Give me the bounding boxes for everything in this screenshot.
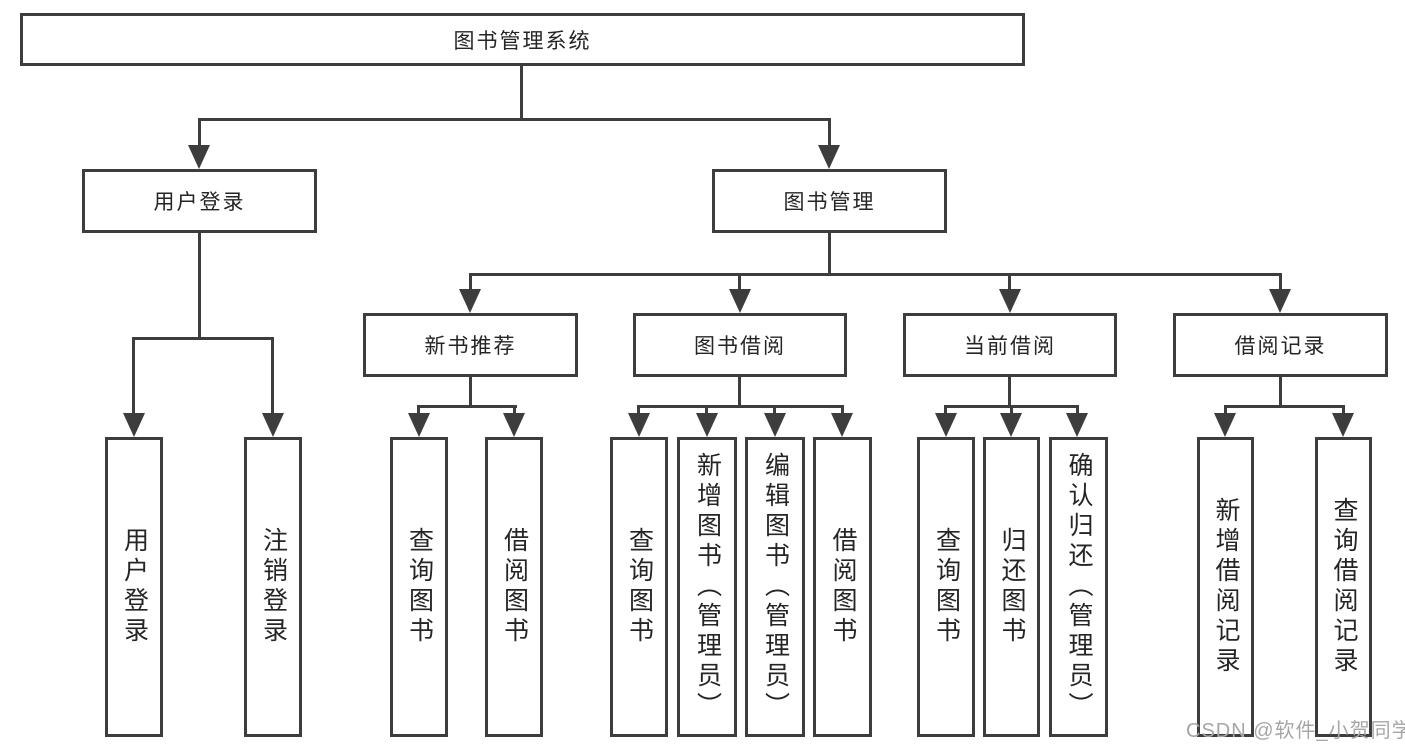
node-user-login: 用户登录	[82, 169, 317, 233]
arrowhead-icon	[262, 413, 284, 437]
leaf-records-query-record: 查询借阅记录	[1315, 437, 1372, 737]
connector-current-borrowing-stem	[1008, 377, 1011, 405]
leaf-recommend-query-books: 查询图书	[390, 437, 448, 737]
connector-drop-logout-leaf	[271, 337, 274, 415]
leaf-borrow-borrow-books: 借阅图书	[813, 437, 872, 737]
arrowhead-icon	[188, 145, 210, 169]
leaf-recommend-borrow-books: 借阅图书	[485, 437, 543, 737]
arrowhead-icon	[408, 413, 430, 437]
connector-borrowing-records-stem	[1279, 377, 1282, 405]
arrowhead-icon	[1000, 413, 1022, 437]
node-root: 图书管理系统	[20, 13, 1025, 66]
connector-drop-book-borrowing	[738, 273, 741, 291]
leaf-borrow-query-books: 查询图书	[610, 437, 668, 737]
connector-new-book-hbar	[417, 405, 517, 408]
arrowhead-icon	[628, 413, 650, 437]
connector-drop-user-login	[198, 118, 201, 147]
arrowhead-icon	[1269, 289, 1291, 313]
arrowhead-icon	[459, 289, 481, 313]
leaf-borrow-edit-books: 编辑图书（管理员）	[745, 437, 805, 737]
leaf-user-login: 用户登录	[105, 437, 163, 737]
connector-book-management-hbar	[469, 273, 1282, 276]
leaf-borrow-add-books: 新增图书（管理员）	[677, 437, 737, 737]
connector-root-stem	[520, 66, 523, 118]
connector-drop-leaf	[1010, 405, 1013, 415]
watermark: CSDN @软件_小贺同学	[1186, 720, 1405, 742]
connector-drop-leaf	[841, 405, 844, 415]
leaf-current-confirm-return: 确认归还（管理员）	[1049, 437, 1108, 737]
connector-user-login-stem	[198, 233, 201, 337]
arrowhead-icon	[1332, 413, 1354, 437]
arrowhead-icon	[123, 413, 145, 437]
connector-drop-book-management	[828, 118, 831, 147]
arrowhead-icon	[1214, 413, 1236, 437]
connector-drop-current-borrowing	[1008, 273, 1011, 291]
arrowhead-icon	[831, 413, 853, 437]
connector-drop-login-leaf	[132, 337, 135, 415]
leaf-records-add-record: 新增借阅记录	[1197, 437, 1254, 737]
arrowhead-icon	[764, 413, 786, 437]
connector-user-login-hbar	[132, 337, 274, 340]
arrowhead-icon	[503, 413, 525, 437]
connector-drop-leaf	[944, 405, 947, 415]
connector-drop-leaf	[1342, 405, 1345, 415]
connector-drop-leaf	[513, 405, 516, 415]
leaf-current-return-books: 归还图书	[983, 437, 1040, 737]
connector-drop-leaf	[1224, 405, 1227, 415]
connector-drop-borrowing-records	[1279, 273, 1282, 291]
arrowhead-icon	[999, 289, 1021, 313]
arrowhead-icon	[1066, 413, 1088, 437]
connector-drop-leaf	[1076, 405, 1079, 415]
connector-drop-new-book	[469, 273, 472, 291]
node-new-book-recommendation: 新书推荐	[363, 313, 578, 377]
node-book-borrowing: 图书借阅	[633, 313, 847, 377]
connector-drop-leaf	[773, 405, 776, 415]
connector-borrowing-records-hbar	[1224, 405, 1345, 408]
connector-book-borrowing-stem	[738, 377, 741, 405]
node-book-management: 图书管理	[712, 169, 947, 233]
leaf-logout: 注销登录	[244, 437, 302, 737]
connector-book-management-stem	[828, 233, 831, 273]
node-current-borrowing: 当前借阅	[903, 313, 1117, 377]
connector-root-hbar	[198, 118, 831, 121]
connector-drop-leaf	[417, 405, 420, 415]
connector-drop-leaf	[705, 405, 708, 415]
connector-drop-leaf	[637, 405, 640, 415]
arrowhead-icon	[935, 413, 957, 437]
arrowhead-icon	[818, 145, 840, 169]
arrowhead-icon	[729, 289, 751, 313]
connector-book-borrowing-hbar	[637, 405, 844, 408]
arrowhead-icon	[696, 413, 718, 437]
connector-new-book-stem	[469, 377, 472, 405]
leaf-current-query-books: 查询图书	[917, 437, 975, 737]
node-borrowing-records: 借阅记录	[1173, 313, 1388, 377]
